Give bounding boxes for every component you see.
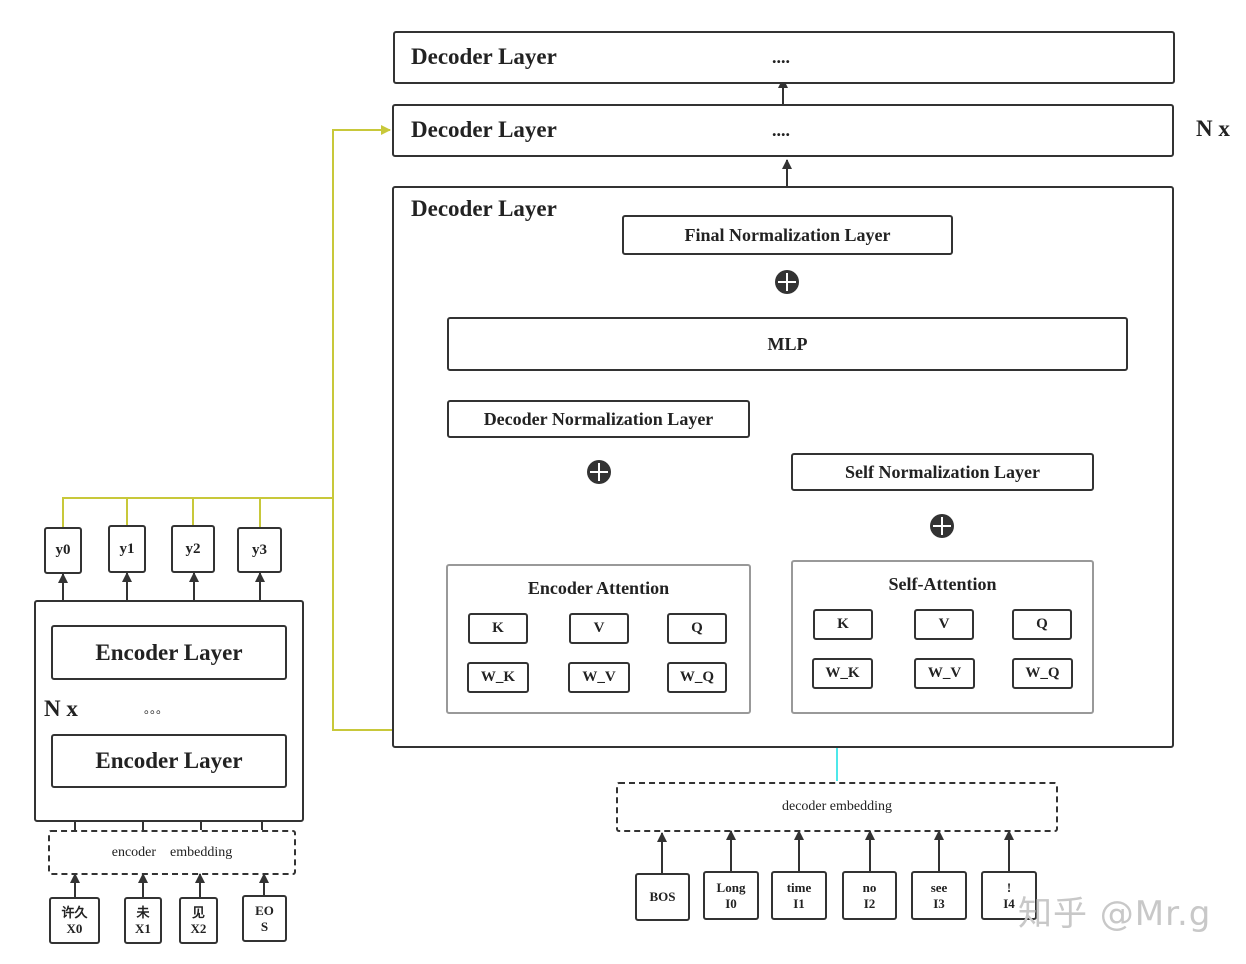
self-attention-wk: W_K: [812, 658, 873, 689]
encoder-attention-v: V: [569, 613, 629, 644]
self-attention-title: Self-Attention: [888, 574, 997, 594]
decoder-layer-middle: Decoder Layer ....: [392, 104, 1174, 157]
encoder-output-y1: y1: [108, 525, 146, 573]
token-index: S: [260, 918, 269, 934]
wq-label: W_Q: [679, 669, 715, 685]
token-index: I4: [1003, 895, 1015, 911]
residual-add-icon: [775, 270, 799, 294]
token-text: 未: [136, 904, 150, 920]
encoder-layer-bottom: Encoder Layer: [51, 734, 287, 788]
wk-label: W_K: [825, 665, 860, 681]
v-label: V: [938, 616, 950, 632]
output-label: y0: [55, 542, 71, 558]
token-index: I0: [725, 895, 737, 911]
token-text: time: [786, 879, 812, 895]
mlp-label: MLP: [767, 334, 808, 354]
self-attention-k: K: [813, 609, 873, 640]
token-index: X2: [190, 920, 207, 936]
token-text: 见: [191, 904, 205, 920]
encoder-repeat-label: N x: [44, 696, 78, 721]
final-normalization-label: Final Normalization Layer: [684, 225, 891, 245]
decoder-ellipsis: ....: [772, 47, 790, 67]
final-normalization-layer: Final Normalization Layer: [622, 215, 953, 255]
encoder-layer-label: Encoder Layer: [95, 748, 243, 773]
encoder-attention-wv: W_V: [568, 662, 630, 693]
encoder-attention-title: Encoder Attention: [527, 578, 670, 598]
self-normalization-label: Self Normalization Layer: [845, 462, 1040, 482]
token-text: EO: [255, 902, 274, 918]
decoder-embedding-label: decoder embedding: [781, 799, 892, 814]
token-index: I2: [863, 895, 876, 911]
output-label: y3: [252, 542, 267, 558]
encoder-output-y2: y2: [171, 525, 215, 573]
encoder-output-y3: y3: [237, 527, 282, 573]
token-text: Long: [716, 879, 746, 895]
encoder-attention-wq: W_Q: [667, 662, 727, 693]
encoder-attention-q: Q: [667, 613, 727, 644]
wv-label: W_V: [927, 665, 962, 681]
self-attention-wv: W_V: [914, 658, 975, 689]
self-attention-q: Q: [1012, 609, 1072, 640]
q-label: Q: [1036, 616, 1048, 632]
encoder-layer-label: Encoder Layer: [95, 640, 243, 665]
encoder-dots: 。。。: [144, 702, 169, 716]
encoder-embedding-label: encoder: [111, 845, 157, 860]
decoder-normalization-layer: Decoder Normalization Layer: [447, 400, 750, 438]
token-text: no: [862, 879, 877, 895]
decoder-ellipsis: ....: [772, 120, 790, 140]
encoder-layer-top: Encoder Layer: [51, 625, 287, 680]
watermark: 知乎 @Mr.g: [1018, 894, 1212, 934]
token-index: X1: [135, 920, 151, 936]
decoder-normalization-label: Decoder Normalization Layer: [483, 409, 714, 429]
q-label: Q: [691, 620, 703, 636]
token-text: 许久: [61, 904, 88, 920]
self-normalization-layer: Self Normalization Layer: [791, 453, 1094, 491]
decoder-token: BOS: [635, 873, 690, 921]
residual-add-icon: [930, 514, 954, 538]
encoder-embedding-label: embedding: [170, 845, 233, 860]
encoder-attention-wk: W_K: [467, 662, 529, 693]
output-label: y1: [119, 541, 135, 557]
encoder-attention-k: K: [468, 613, 528, 644]
self-attention-v: V: [914, 609, 974, 640]
output-label: y2: [185, 541, 201, 557]
token-index: I3: [933, 895, 945, 911]
wk-label: W_K: [480, 669, 516, 685]
k-label: K: [492, 620, 504, 636]
wq-label: W_Q: [1025, 665, 1060, 681]
token-index: I1: [793, 895, 805, 911]
self-attention-wq: W_Q: [1012, 658, 1073, 689]
token-text: BOS: [649, 889, 676, 904]
decoder-token: !I4: [981, 871, 1037, 920]
v-label: V: [593, 620, 605, 636]
decoder-layer-label: Decoder Layer: [411, 44, 557, 69]
decoder-layer-top: Decoder Layer ....: [393, 31, 1175, 84]
k-label: K: [837, 616, 849, 632]
decoder-embedding: decoder embedding: [616, 782, 1058, 832]
decoder-layer-label: Decoder Layer: [411, 196, 557, 221]
token-text: !: [1006, 879, 1012, 895]
encoder-embedding: encoder embedding: [48, 830, 296, 875]
decoder-repeat-label: N x: [1196, 116, 1230, 141]
token-index: X0: [66, 920, 83, 936]
wv-label: W_V: [582, 669, 616, 685]
token-text: see: [930, 879, 948, 895]
decoder-layer-label: Decoder Layer: [411, 117, 557, 142]
encoder-output-y0: y0: [44, 527, 82, 574]
mlp-block: MLP: [447, 317, 1128, 371]
residual-add-icon: [587, 460, 611, 484]
